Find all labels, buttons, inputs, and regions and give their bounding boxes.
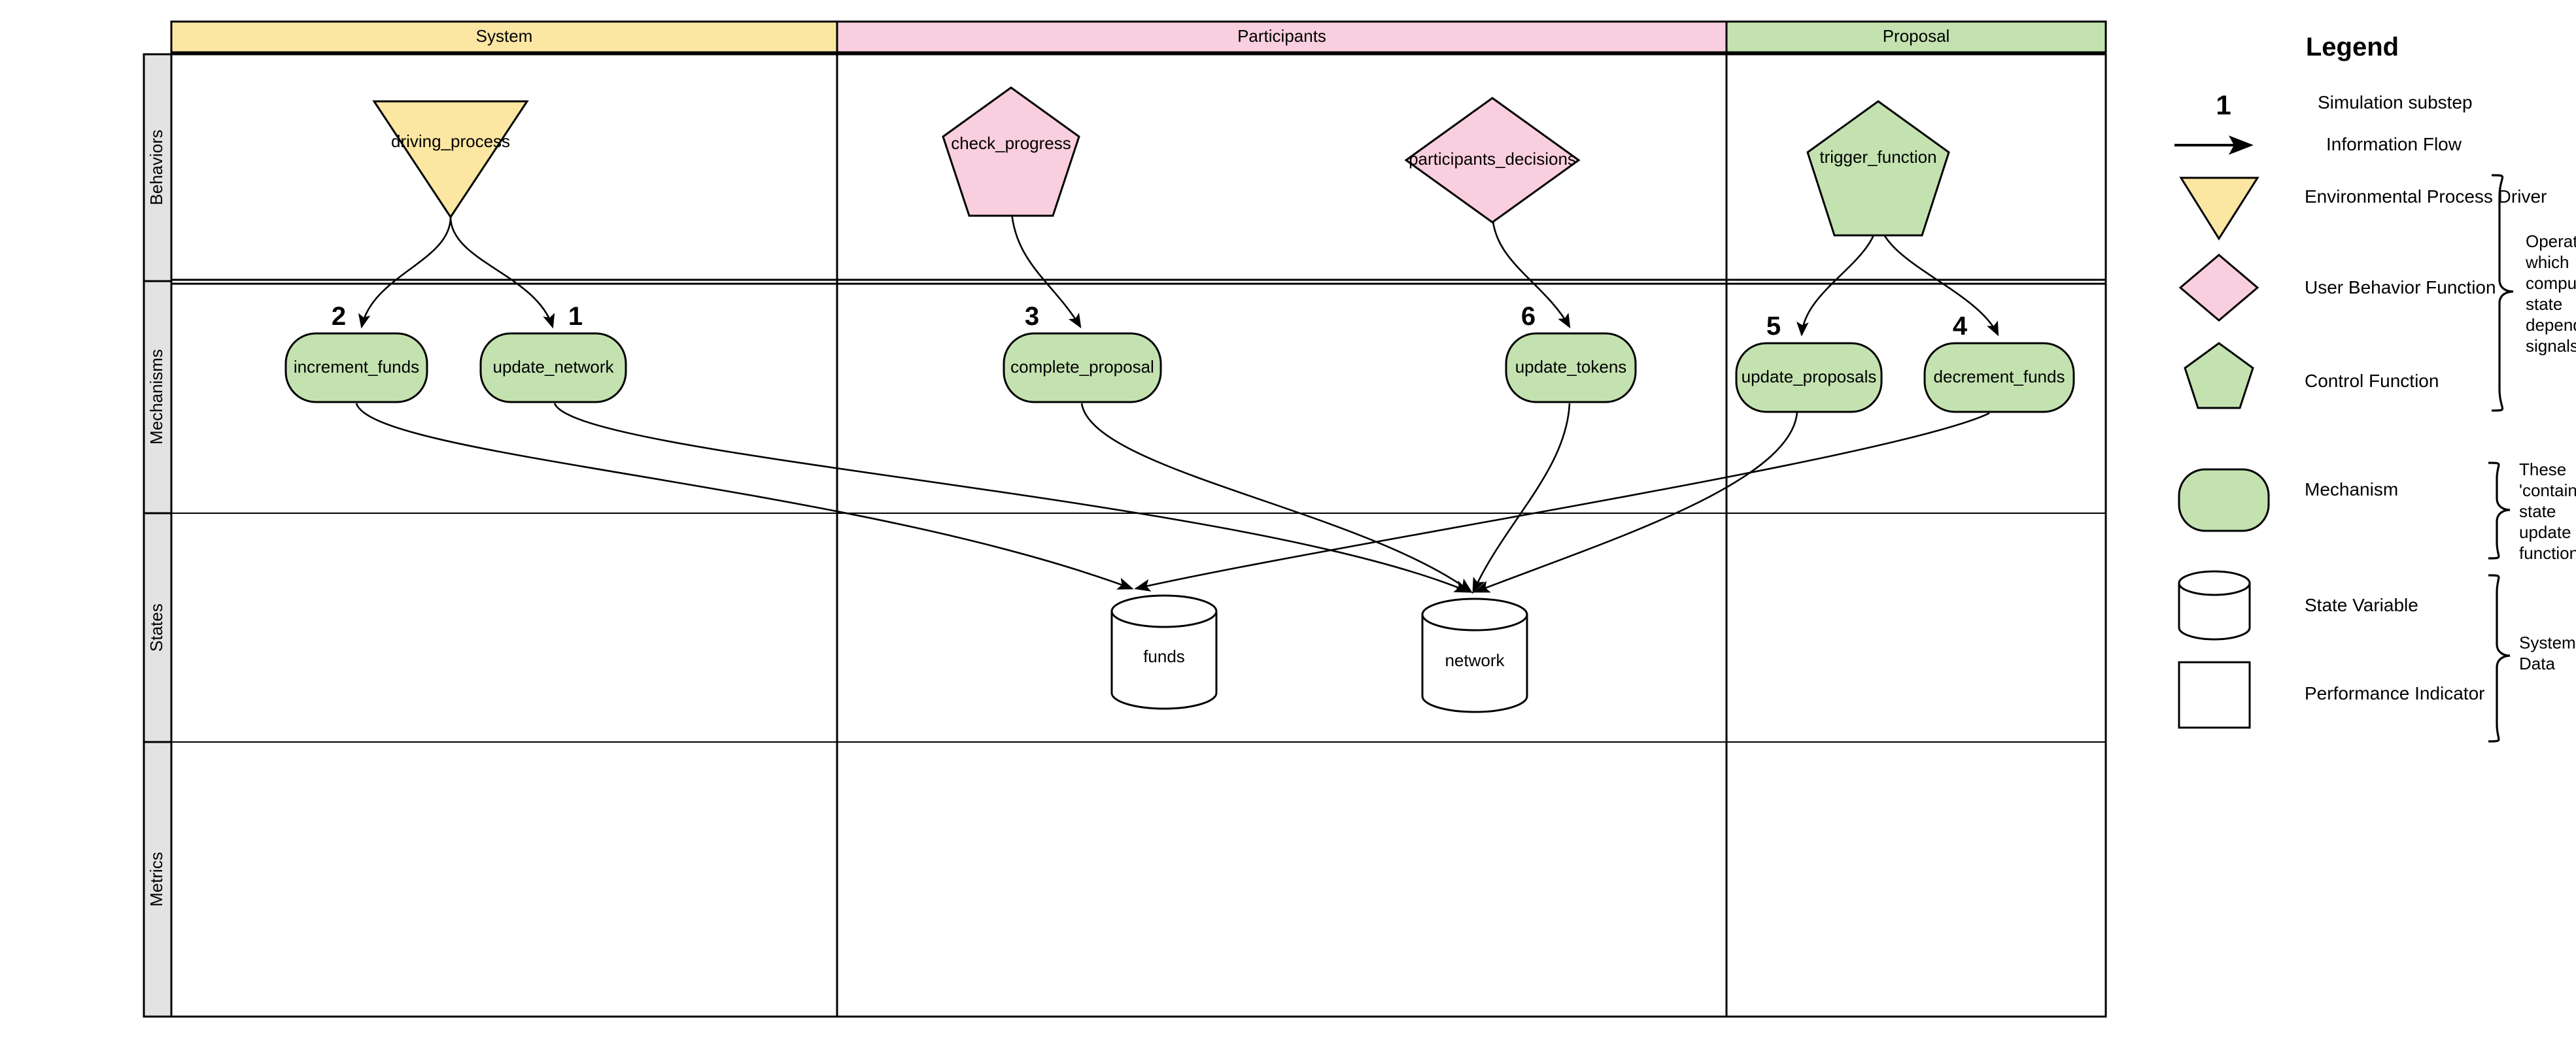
node-label-complete-proposal: complete_proposal — [1010, 357, 1154, 377]
node-decrement-funds[interactable]: decrement_funds — [1923, 342, 2075, 413]
node-label-decrement-funds: decrement_funds — [1934, 367, 2065, 386]
edge-driving-process-to-increment-funds — [358, 216, 452, 329]
node-label-participants-decisions: participants_decisions — [1409, 149, 1576, 169]
brace-mechanism-note: These 'contain' state update functions — [2488, 460, 2576, 563]
legend: Legend 1 Simulation substep Information … — [2174, 33, 2576, 743]
node-label-update-proposals: update_proposals — [1742, 367, 1877, 386]
brace-system-data: System Data — [2488, 574, 2576, 743]
brace-note-mechanism-line-1: 'contain' — [2519, 481, 2576, 500]
rounded-rect-icon — [2178, 468, 2270, 532]
node-funds[interactable]: funds — [1110, 594, 1218, 710]
swimlane-row-behaviors: Behaviors — [143, 53, 173, 282]
legend-label-user-behavior-function: User Behavior Function — [2305, 277, 2496, 297]
edge-check-progress-to-complete-proposal — [1010, 200, 1082, 329]
node-label-update-network: update_network — [492, 357, 614, 377]
brace-note-system-data-line-0: System — [2519, 633, 2576, 652]
edge-update-network-to-network — [553, 403, 1471, 593]
substep-number-update-tokens: 6 — [1521, 302, 1536, 331]
swimlane-row-mechanisms: Mechanisms — [143, 280, 173, 515]
node-label-network: network — [1445, 650, 1505, 670]
substep-number-decrement-funds: 4 — [1953, 312, 1968, 341]
legend-label-mechanism: Mechanism — [2305, 479, 2398, 499]
swimlane-row-metrics: Metrics — [143, 741, 173, 1018]
substep-number-complete-proposal: 3 — [1025, 302, 1039, 331]
brace-note-mechanism-line-0: These — [2519, 460, 2566, 479]
node-label-trigger-function: trigger_function — [1819, 147, 1936, 167]
legend-label-performance-indicator: Performance Indicator — [2305, 683, 2484, 703]
edge-update-proposals-to-network — [1473, 411, 1798, 593]
node-check-progress[interactable]: check_progress — [942, 86, 1080, 217]
swimlane-label-behaviors: Behaviors — [146, 129, 166, 205]
node-participants-decisions[interactable]: participants_decisions — [1404, 97, 1581, 224]
diamond-icon — [2178, 254, 2259, 322]
column-header-proposal: Proposal — [1725, 20, 2107, 54]
node-increment-funds[interactable]: increment_funds — [284, 332, 428, 403]
node-network[interactable]: network — [1421, 598, 1528, 713]
column-header-participants: Participants — [836, 20, 1728, 54]
swimlane-label-states: States — [146, 603, 166, 652]
brace-operators: Operators which computes state dependent… — [2491, 174, 2576, 412]
node-label-funds: funds — [1143, 647, 1185, 666]
legend-label-information-flow: Information Flow — [2326, 134, 2462, 154]
node-complete-proposal[interactable]: complete_proposal — [1003, 332, 1162, 403]
node-update-proposals[interactable]: update_proposals — [1735, 342, 1883, 413]
column-header-label-proposal: Proposal — [1883, 26, 1950, 46]
edge-decrement-funds-to-funds — [1134, 412, 1990, 592]
edge-participants-decisions-to-update-tokens — [1491, 212, 1571, 329]
inverted-triangle-icon — [2179, 177, 2259, 241]
brace-note-mechanism-line-2: state — [2519, 501, 2556, 521]
brace-note-mechanism-line-3: update — [2519, 522, 2571, 542]
legend-label-simulation-substep: Simulation substep — [2318, 92, 2473, 112]
node-label-check-progress: check_progress — [951, 133, 1071, 153]
edge-complete-proposal-to-network — [1080, 403, 1473, 594]
substep-number-update-proposals: 5 — [1766, 312, 1781, 341]
legend-glyph-simulation-substep: 1 — [2216, 90, 2231, 120]
column-header-system: System — [170, 20, 838, 54]
column-header-label-system: System — [476, 26, 533, 46]
rectangle-icon — [2178, 661, 2251, 729]
legend-label-state-variable: State Variable — [2305, 595, 2418, 615]
edge-group-behavior-to-mechanism — [358, 200, 1999, 337]
node-update-tokens[interactable]: update_tokens — [1505, 332, 1637, 403]
brace-note-operators-line-3: state — [2526, 294, 2562, 314]
node-label-update-tokens: update_tokens — [1515, 357, 1627, 377]
brace-note-operators-line-1: which — [2525, 252, 2569, 272]
node-label-increment-funds: increment_funds — [294, 357, 419, 377]
brace-note-mechanism-line-4: functions — [2519, 543, 2576, 563]
brace-note-operators-line-5: signals — [2526, 336, 2576, 356]
column-header-label-participants: Participants — [1237, 26, 1326, 46]
legend-label-environmental-process-driver: Environmental Process Driver — [2305, 186, 2547, 207]
edge-group-mechanism-to-state — [355, 403, 1990, 594]
pentagon-icon — [2184, 342, 2254, 409]
legend-title: Legend — [2306, 33, 2399, 61]
brace-note-operators-line-4: dependent — [2526, 315, 2576, 335]
edge-driving-process-to-update-network — [449, 216, 555, 329]
brace-note-operators-line-2: computes — [2526, 273, 2576, 293]
substep-number-update-network: 1 — [568, 302, 583, 331]
edge-update-tokens-to-network — [1472, 403, 1571, 594]
substep-number-increment-funds: 2 — [332, 302, 346, 331]
brace-note-system-data-line-1: Data — [2519, 654, 2555, 673]
cylinder-icon — [2178, 570, 2251, 641]
swimlane-label-metrics: Metrics — [146, 852, 166, 907]
swimlane-grid — [170, 53, 2107, 1018]
brace-note-operators-line-0: Operators — [2526, 231, 2576, 251]
node-update-network[interactable]: update_network — [479, 332, 627, 403]
node-driving-process[interactable]: driving_process — [372, 100, 529, 219]
edge-increment-funds-to-funds — [355, 403, 1134, 590]
node-trigger-function[interactable]: trigger_function — [1806, 100, 1950, 237]
legend-label-control-function: Control Function — [2305, 371, 2439, 391]
swimlane-label-mechanisms: Mechanisms — [146, 349, 166, 445]
swimlane-row-states: States — [143, 512, 173, 743]
node-label-driving-process: driving_process — [391, 131, 510, 151]
